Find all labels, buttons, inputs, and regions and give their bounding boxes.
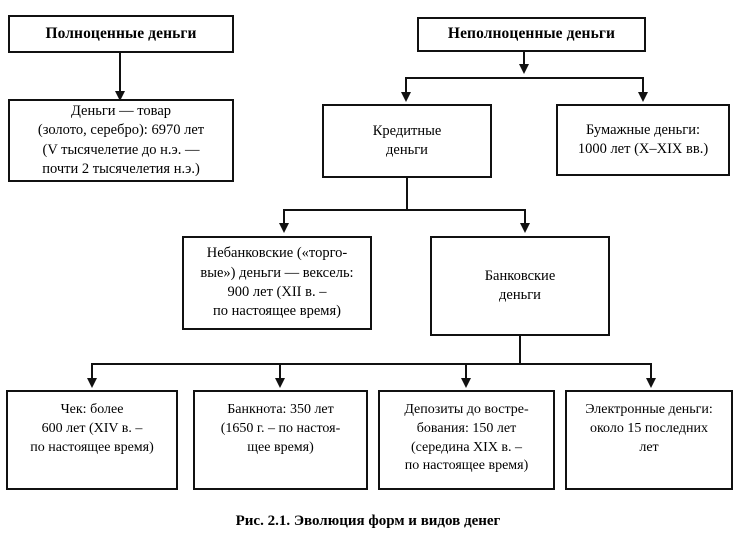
arrowhead-nonbank xyxy=(279,223,289,233)
connector-credit-to-bank xyxy=(524,209,526,227)
node-nonbank-money-label: Небанковские («торго- вые») деньги — век… xyxy=(200,245,354,320)
arrowhead-commodity xyxy=(115,91,125,101)
connector-inferior-to-paper xyxy=(642,77,644,97)
connector-bank-to-deposits xyxy=(465,363,467,381)
node-credit-money: Кредитные деньги xyxy=(322,104,492,178)
split-bar-credit xyxy=(283,209,526,211)
node-bank-money-label: Банковские деньги xyxy=(484,267,556,303)
node-demand-deposits-label: Депозиты до востре- бования: 150 лет (се… xyxy=(404,402,529,474)
connector-full-to-commodity xyxy=(119,53,121,95)
node-full-money-label: Полноценные деньги xyxy=(45,24,197,42)
connector-bank-to-banknote xyxy=(279,363,281,381)
arrowhead-inferior-stem xyxy=(519,64,529,74)
node-banknote: Банкнота: 350 лет (1650 г. – по настоя- … xyxy=(193,390,368,490)
node-demand-deposits: Депозиты до востре- бования: 150 лет (се… xyxy=(378,390,555,490)
arrowhead-paper xyxy=(638,92,648,102)
node-banknote-label: Банкнота: 350 лет (1650 г. – по настоя- … xyxy=(220,402,341,455)
connector-bank-stem xyxy=(519,336,521,365)
node-cheque-label: Чек: более 600 лет (XIV в. – по настояще… xyxy=(30,402,154,455)
node-full-money: Полноценные деньги xyxy=(8,15,234,53)
node-inferior-money-label: Неполноценные деньги xyxy=(447,25,616,43)
split-bar-bank xyxy=(91,363,652,365)
node-paper-money: Бумажные деньги: 1000 лет (X–XIX вв.) xyxy=(556,104,730,176)
arrowhead-cheque xyxy=(87,378,97,388)
split-bar-inferior xyxy=(405,77,644,79)
arrowhead-banknote xyxy=(275,378,285,388)
connector-credit-stem xyxy=(406,178,408,211)
figure-caption-text: Рис. 2.1. Эволюция форм и видов денег xyxy=(235,513,501,529)
node-commodity-money-label: Деньги — товар (золото, серебро): 6970 л… xyxy=(37,102,205,177)
connector-inferior-stem xyxy=(523,52,525,72)
node-inferior-money: Неполноценные деньги xyxy=(417,17,646,52)
node-cheque: Чек: более 600 лет (XIV в. – по настояще… xyxy=(6,390,178,490)
node-electronic-money-label: Электронные деньги: около 15 последних л… xyxy=(585,402,713,455)
connector-bank-to-electronic xyxy=(650,363,652,381)
figure-caption: Рис. 2.1. Эволюция форм и видов денег xyxy=(0,513,736,530)
arrowhead-credit xyxy=(401,92,411,102)
node-commodity-money: Деньги — товар (золото, серебро): 6970 л… xyxy=(8,99,234,182)
connector-credit-to-nonbank xyxy=(283,209,285,227)
connector-bank-to-cheque xyxy=(91,363,93,381)
connector-inferior-to-credit xyxy=(405,77,407,97)
node-bank-money: Банковские деньги xyxy=(430,236,610,336)
arrowhead-deposits xyxy=(461,378,471,388)
node-nonbank-money: Небанковские («торго- вые») деньги — век… xyxy=(182,236,372,330)
node-electronic-money: Электронные деньги: около 15 последних л… xyxy=(565,390,733,490)
arrowhead-bank xyxy=(520,223,530,233)
arrowhead-electronic xyxy=(646,378,656,388)
node-credit-money-label: Кредитные деньги xyxy=(372,122,442,158)
node-paper-money-label: Бумажные деньги: 1000 лет (X–XIX вв.) xyxy=(577,121,709,157)
